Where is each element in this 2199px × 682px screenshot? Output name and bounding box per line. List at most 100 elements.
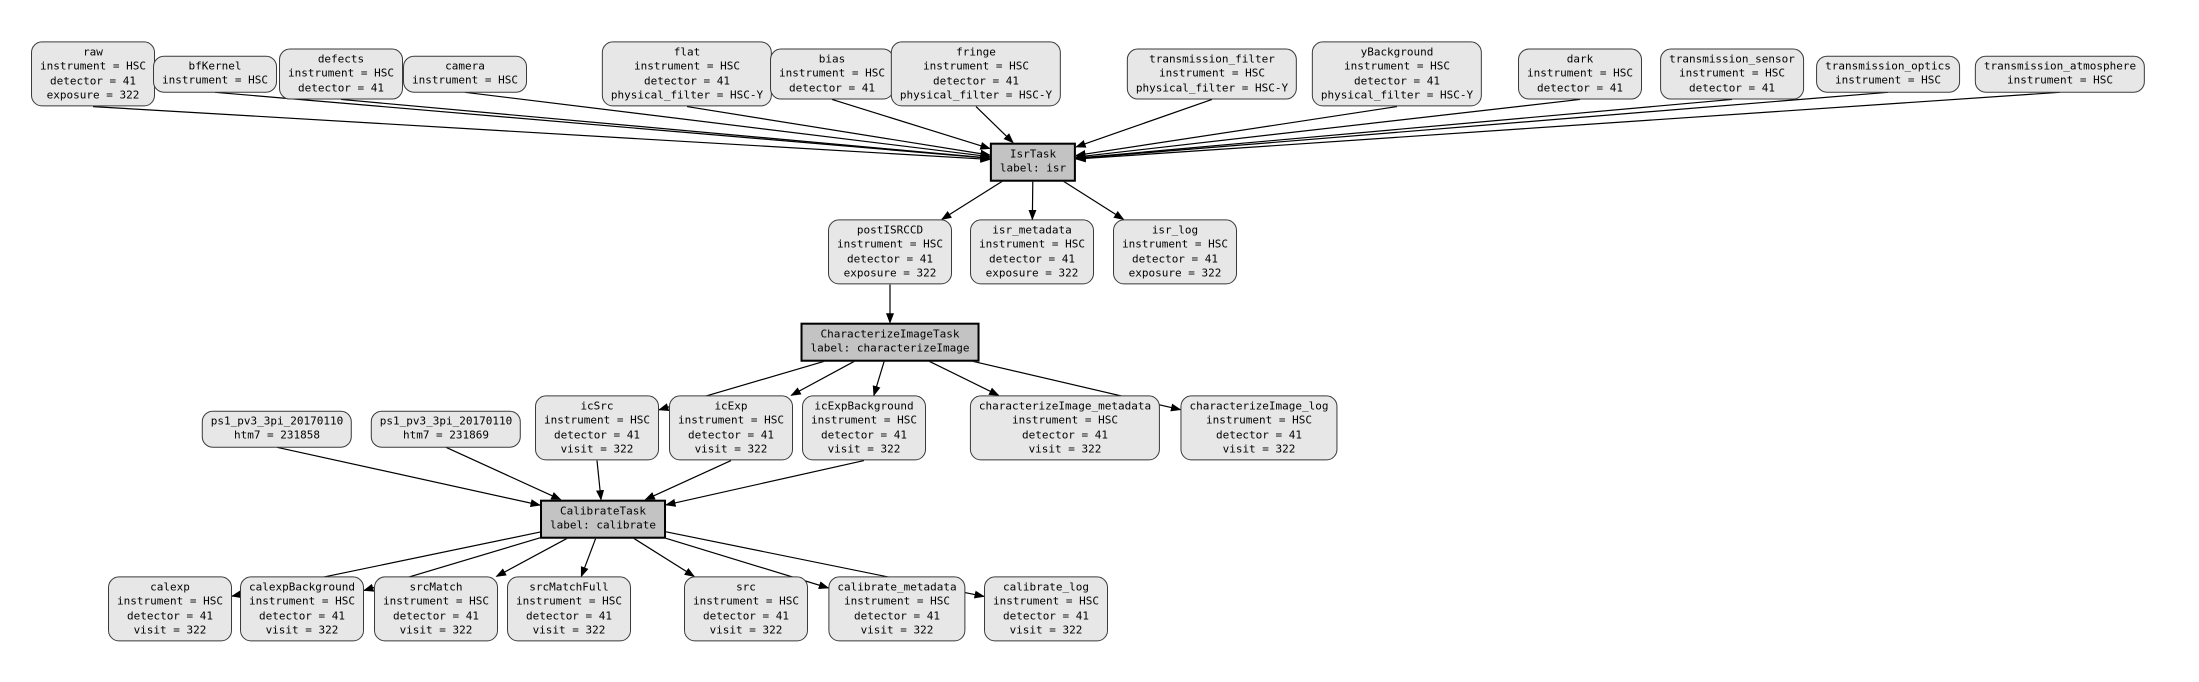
node-attribute: physical_filter = HSC-Y bbox=[899, 88, 1053, 102]
node-attribute: instrument = HSC bbox=[779, 66, 885, 80]
edge-defects-to-isr bbox=[340, 98, 991, 162]
node-title: IsrTask bbox=[1009, 147, 1057, 161]
node-attribute: instrument = HSC bbox=[634, 59, 740, 73]
node-title: icExp bbox=[714, 399, 748, 413]
node-attribute: detector = 41 bbox=[1688, 81, 1776, 95]
node-attribute: detector = 41 bbox=[853, 609, 941, 622]
node-attribute: instrument = HSC bbox=[40, 59, 146, 73]
node-attribute: instrument = HSC bbox=[1344, 59, 1450, 73]
edge-flat-to-isr bbox=[686, 106, 991, 158]
node-attribute: label: characterizeImage bbox=[810, 342, 970, 355]
node-title: src bbox=[736, 580, 756, 594]
node-attribute: detector = 41 bbox=[820, 428, 908, 441]
node-title: CalibrateTask bbox=[559, 504, 647, 518]
node-title: transmission_atmosphere bbox=[1983, 59, 2137, 73]
edge-bias-to-isr bbox=[831, 98, 991, 150]
node-attribute: instrument = HSC bbox=[811, 413, 917, 427]
node-attribute: instrument = HSC bbox=[1679, 66, 1785, 80]
node-attribute: visit = 322 bbox=[133, 623, 207, 637]
node-attribute: instrument = HSC bbox=[1012, 413, 1118, 427]
node-attribute: instrument = HSC bbox=[288, 66, 394, 80]
node-attribute: physical_filter = HSC-Y bbox=[1320, 88, 1474, 102]
node-attribute: physical_filter = HSC-Y bbox=[610, 88, 764, 102]
node-attribute: visit = 322 bbox=[709, 623, 783, 637]
node-attribute: detector = 41 bbox=[988, 252, 1076, 265]
node-attribute: visit = 322 bbox=[1222, 442, 1296, 456]
edge-transmission_atmosphere-to-isr bbox=[1075, 91, 2061, 163]
node-attribute: instrument = HSC bbox=[979, 237, 1085, 251]
edge-bfKernel-to-isr bbox=[214, 91, 991, 162]
edge-icExp-to-calibrate bbox=[644, 460, 732, 501]
node-title: calexp bbox=[150, 580, 190, 594]
node-title: flat bbox=[673, 45, 701, 59]
node-attribute: exposure = 322 bbox=[985, 266, 1079, 280]
node-attribute: instrument = HSC bbox=[162, 74, 268, 87]
node-attribute: label: isr bbox=[999, 162, 1067, 175]
node-title: yBackground bbox=[1360, 45, 1434, 59]
edge-calibrate-to-srcMatchFull bbox=[580, 538, 597, 578]
node-title: bias bbox=[818, 52, 846, 66]
node-attribute: detector = 41 bbox=[258, 609, 346, 622]
node-attribute: detector = 41 bbox=[1353, 74, 1441, 87]
node-title: isr_metadata bbox=[992, 223, 1072, 237]
node-attribute: detector = 41 bbox=[846, 252, 934, 265]
edge-icSrc-to-calibrate bbox=[596, 460, 605, 501]
node-attribute: detector = 41 bbox=[126, 609, 214, 622]
node-attribute: detector = 41 bbox=[1021, 428, 1109, 441]
node-title: isr_log bbox=[1151, 223, 1199, 237]
node-attribute: exposure = 322 bbox=[1128, 266, 1222, 280]
node-title: raw bbox=[83, 45, 103, 59]
node-title: transmission_sensor bbox=[1669, 52, 1795, 66]
node-attribute: instrument = HSC bbox=[383, 594, 489, 608]
node-attribute: instrument = HSC bbox=[544, 413, 650, 427]
node-title: characterizeImage_log bbox=[1189, 399, 1329, 413]
node-attribute: visit = 322 bbox=[560, 442, 634, 456]
node-attribute: detector = 41 bbox=[525, 609, 613, 622]
node-title: calibrate_metadata bbox=[837, 580, 957, 594]
node-attribute: detector = 41 bbox=[643, 74, 731, 87]
node-attribute: exposure = 322 bbox=[46, 88, 140, 102]
node-title: camera bbox=[445, 59, 485, 73]
edge-yBackground-to-isr bbox=[1075, 106, 1398, 158]
node-title: dark bbox=[1566, 52, 1594, 66]
node-attribute: instrument = HSC bbox=[1122, 237, 1228, 251]
node-attribute: detector = 41 bbox=[702, 609, 790, 622]
node-attribute: detector = 41 bbox=[1131, 252, 1219, 265]
edge-dark-to-isr bbox=[1075, 98, 1581, 160]
edge-isr-to-postISRCCD bbox=[940, 180, 1003, 220]
edge-transmission_optics-to-isr bbox=[1075, 91, 1889, 162]
node-attribute: visit = 322 bbox=[399, 623, 473, 637]
node-attribute: detector = 41 bbox=[297, 81, 385, 95]
edge-characterizeImage-to-characterizeImage_metadata bbox=[929, 360, 1000, 396]
node-title: bfKernel bbox=[188, 59, 242, 73]
node-title: calibrate_log bbox=[1002, 580, 1090, 594]
node-attribute: instrument = HSC bbox=[117, 594, 223, 608]
node-attribute: htm7 = 231869 bbox=[402, 429, 490, 442]
node-attribute: detector = 41 bbox=[932, 74, 1020, 87]
edge-raw-to-isr bbox=[92, 105, 991, 163]
node-attribute: htm7 = 231858 bbox=[233, 429, 321, 442]
